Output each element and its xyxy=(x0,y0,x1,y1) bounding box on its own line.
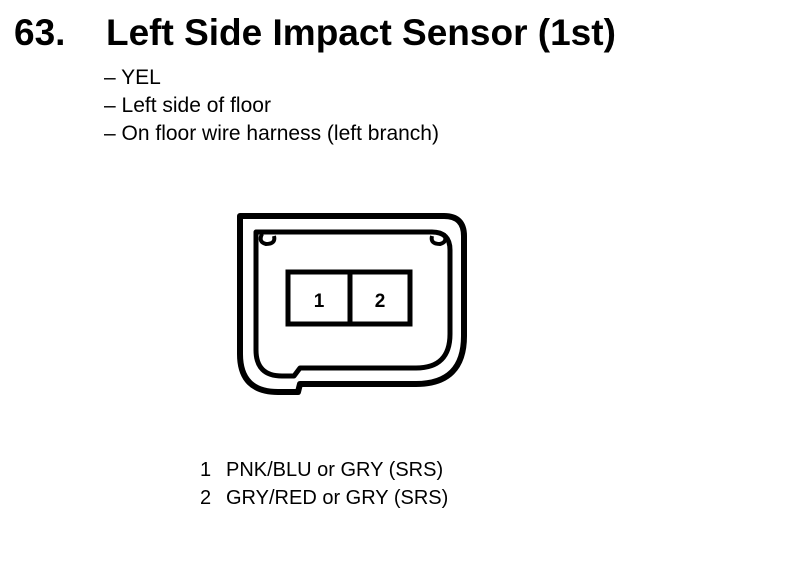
connector-diagram: 1 2 xyxy=(237,213,467,395)
pin-assignment-row: 1 PNK/BLU or GRY (SRS) xyxy=(200,456,448,484)
pin-wire-color: GRY/RED or GRY (SRS) xyxy=(226,487,449,509)
spec-harness: – On floor wire harness (left branch) xyxy=(104,122,439,145)
right-latch-curl xyxy=(429,233,448,247)
pin-1-label: 1 xyxy=(314,291,325,312)
connector-spec-list: – YEL – Left side of floor – On floor wi… xyxy=(104,64,439,148)
spec-color: – YEL xyxy=(104,66,161,89)
connector-housing-inner xyxy=(253,229,453,379)
connector-housing-outer xyxy=(237,213,467,395)
pin-number: 1 xyxy=(200,459,212,481)
pin-2-cavity xyxy=(347,269,413,327)
heading-number: 63. xyxy=(14,12,66,53)
left-latch-curl xyxy=(258,233,277,247)
heading-title: Left Side Impact Sensor (1st) xyxy=(106,12,616,53)
pin-wire-color: PNK/BLU or GRY (SRS) xyxy=(226,459,444,481)
pin-assignment-list: 1 PNK/BLU or GRY (SRS) 2 GRY/RED or GRY (S… xyxy=(200,456,448,512)
pin-2-label: 2 xyxy=(375,291,386,312)
pin-number: 2 xyxy=(200,487,212,509)
spec-location: – Left side of floor xyxy=(104,94,271,117)
pin-assignment-row: 2 GRY/RED or GRY (SRS) xyxy=(200,484,448,512)
